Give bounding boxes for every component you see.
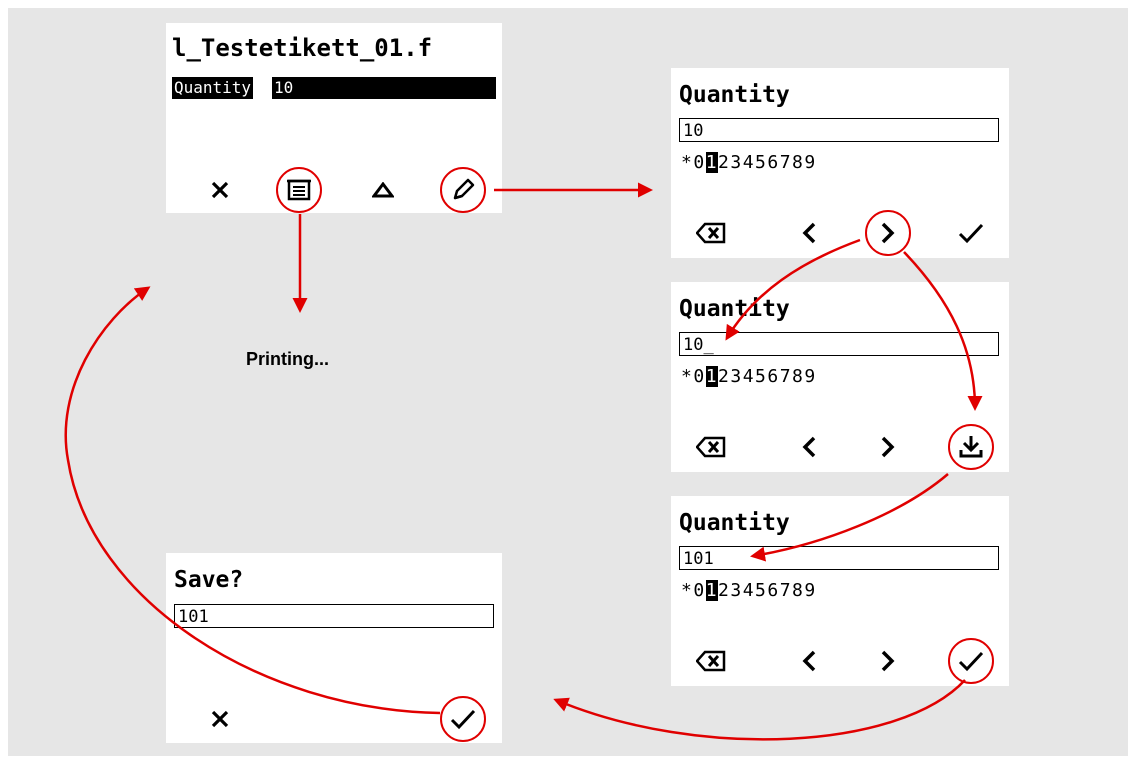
digits-pre: *0 — [681, 366, 706, 387]
left-button[interactable] — [789, 641, 829, 681]
confirm-button[interactable] — [951, 641, 991, 681]
quantity-title: Quantity — [679, 510, 790, 536]
backspace-button[interactable] — [691, 427, 731, 467]
digits-post: 23456789 — [718, 152, 817, 173]
filename-title: l_Testetikett_01.f — [172, 34, 433, 62]
download-insert-icon — [959, 436, 983, 458]
digit-selector[interactable]: *0123456789 — [681, 152, 817, 173]
insert-button[interactable] — [951, 427, 991, 467]
backspace-icon — [696, 222, 726, 244]
digits-post: 23456789 — [718, 366, 817, 387]
cancel-button[interactable] — [200, 699, 240, 739]
pencil-icon — [453, 178, 475, 200]
checkmark-icon — [450, 709, 476, 730]
quantity-title: Quantity — [679, 296, 790, 322]
chevron-right-icon — [881, 650, 895, 672]
digit-selected: 1 — [705, 152, 719, 173]
print-icon — [287, 179, 311, 201]
screen-main: l_Testetikett_01.f Quantity 10 — [166, 23, 502, 213]
digits-pre: *0 — [681, 152, 706, 173]
left-button[interactable] — [789, 427, 829, 467]
left-button[interactable] — [789, 213, 829, 253]
arrow-right-to-cursor — [725, 238, 861, 341]
close-icon — [211, 181, 229, 199]
digit-selected: 1 — [705, 366, 719, 387]
arrow-insert-to-value — [750, 473, 949, 562]
confirm-button[interactable] — [443, 699, 483, 739]
backspace-button[interactable] — [691, 213, 731, 253]
chevron-right-icon — [881, 436, 895, 458]
digit-selector[interactable]: *0123456789 — [681, 366, 817, 387]
screen-save: Save? 101 — [166, 553, 502, 743]
save-title: Save? — [174, 567, 244, 593]
backspace-button[interactable] — [691, 641, 731, 681]
triangle-up-icon — [372, 182, 394, 198]
screen-edit-3: Quantity 101 *0123456789 — [671, 496, 1009, 686]
printing-text: Printing... — [246, 349, 329, 369]
print-button[interactable] — [279, 170, 319, 210]
chevron-left-icon — [802, 436, 816, 458]
quantity-field[interactable]: 10 — [679, 118, 999, 142]
checkmark-icon — [958, 223, 984, 244]
digit-selector[interactable]: *0123456789 — [681, 580, 817, 601]
quantity-title: Quantity — [679, 82, 790, 108]
chevron-left-icon — [802, 222, 816, 244]
checkmark-icon — [958, 651, 984, 672]
arrow-confirm-to-save — [553, 679, 966, 741]
quantity-label: Quantity — [172, 77, 254, 99]
cancel-button[interactable] — [200, 170, 240, 210]
arrow-save-to-main — [64, 286, 441, 715]
right-button[interactable] — [868, 213, 908, 253]
digits-pre: *0 — [681, 580, 706, 601]
backspace-icon — [696, 436, 726, 458]
edit-button[interactable] — [443, 170, 483, 210]
arrow-right-to-insert — [903, 251, 983, 411]
chevron-left-icon — [802, 650, 816, 672]
backspace-icon — [696, 650, 726, 672]
quantity-row: Quantity 10 — [172, 77, 496, 99]
screen-edit-1: Quantity 10 *0123456789 — [671, 68, 1009, 258]
quantity-field[interactable]: 101 — [679, 546, 999, 570]
save-value-field[interactable]: 101 — [174, 604, 494, 628]
up-button[interactable] — [363, 170, 403, 210]
chevron-right-icon — [881, 222, 895, 244]
right-button[interactable] — [868, 427, 908, 467]
close-icon — [211, 710, 229, 728]
digit-selected: 1 — [705, 580, 719, 601]
quantity-value[interactable]: 10 — [272, 77, 496, 99]
screen-edit-2: Quantity 10_ *0123456789 — [671, 282, 1009, 472]
quantity-field[interactable]: 10_ — [679, 332, 999, 356]
digits-post: 23456789 — [718, 580, 817, 601]
confirm-button[interactable] — [951, 213, 991, 253]
right-button[interactable] — [868, 641, 908, 681]
